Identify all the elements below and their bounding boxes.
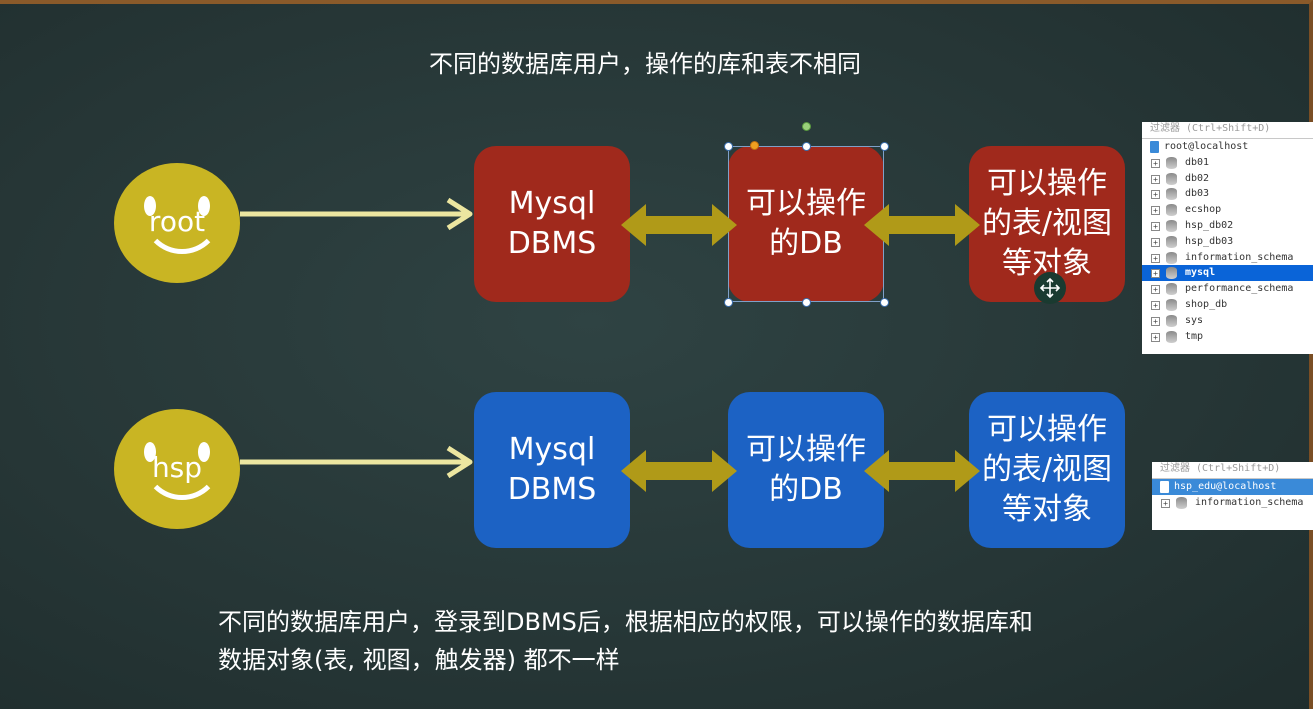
hsp-db-tree-panel: 过滤器 (Ctrl+Shift+D) hsp_edu@localhost + in… [1152, 462, 1313, 530]
expand-icon[interactable]: + [1151, 206, 1160, 216]
connector-arrow-root [240, 197, 473, 231]
database-icon [1166, 188, 1177, 201]
database-icon [1166, 314, 1177, 327]
tree-item-label: tmp [1185, 330, 1204, 342]
database-icon [1166, 330, 1177, 343]
expand-icon[interactable]: + [1151, 158, 1160, 168]
connection-label: root@localhost [1164, 141, 1249, 152]
description-line-2: 数据对象(表, 视图，触发器) 都不一样 [218, 646, 620, 674]
tree-item-label: db03 [1185, 188, 1210, 200]
root-dbms-box[interactable]: Mysql DBMS [474, 146, 630, 302]
resize-handle[interactable] [724, 142, 733, 151]
resize-handle[interactable] [880, 298, 889, 307]
face-smile-icon [142, 209, 222, 254]
tree-item-db[interactable]: + hsp_db03 [1142, 234, 1313, 250]
connection-node[interactable]: root@localhost [1142, 139, 1313, 155]
tree-item-label: information_schema [1185, 251, 1294, 263]
database-icon [1166, 235, 1177, 248]
double-arrow-icon [864, 204, 980, 246]
database-icon [1166, 204, 1177, 217]
tree-item-db[interactable]: + ecshop [1142, 202, 1313, 218]
tree-item-label: db02 [1185, 172, 1210, 184]
expand-icon[interactable]: + [1151, 174, 1160, 184]
resize-handle[interactable] [880, 142, 889, 151]
tree-item-label: hsp_db03 [1185, 235, 1234, 247]
tree-item-label: sys [1185, 314, 1204, 326]
resize-handle[interactable] [724, 298, 733, 307]
double-arrow-icon [621, 450, 737, 492]
tree-item-db[interactable]: + sys [1142, 313, 1313, 329]
tree-item-label: shop_db [1185, 298, 1228, 310]
resize-handle[interactable] [802, 142, 811, 151]
connection-label: hsp_edu@localhost [1174, 481, 1277, 492]
expand-icon[interactable]: + [1151, 221, 1160, 231]
database-icon [1166, 267, 1177, 280]
server-icon [1150, 141, 1159, 153]
user-face-hsp: hsp [114, 409, 240, 529]
bottom-description: 不同的数据库用户，登录到DBMS后，根据相应的权限，可以操作的数据库和 数据对象… [218, 603, 1218, 679]
database-icon [1166, 298, 1177, 311]
expand-icon[interactable]: + [1161, 498, 1170, 508]
hsp-dbms-box[interactable]: Mysql DBMS [474, 392, 630, 548]
face-smile-icon [142, 455, 222, 500]
filter-header: 过滤器 (Ctrl+Shift+D) [1152, 462, 1313, 479]
move-cursor-icon [1034, 272, 1066, 304]
filter-header: 过滤器 (Ctrl+Shift+D) [1142, 122, 1313, 139]
root-objects-box[interactable]: 可以操作 的表/视图 等对象 [969, 146, 1125, 302]
expand-icon[interactable]: + [1151, 237, 1160, 247]
tree-item-label: ecshop [1185, 204, 1222, 216]
tree-item-db[interactable]: + performance_schema [1142, 281, 1313, 297]
database-icon [1166, 219, 1177, 232]
description-line-1: 不同的数据库用户，登录到DBMS后，根据相应的权限，可以操作的数据库和 [218, 608, 1033, 636]
user-face-root: root [114, 163, 240, 283]
tree-item-db[interactable]: + information_schema [1142, 250, 1313, 266]
tree-item-db[interactable]: + db03 [1142, 186, 1313, 202]
expand-icon[interactable]: + [1151, 190, 1160, 200]
resize-handle[interactable] [802, 298, 811, 307]
root-db-box[interactable]: 可以操作 的DB [728, 146, 884, 302]
database-icon [1166, 156, 1177, 169]
expand-icon[interactable]: + [1151, 332, 1160, 342]
tree-item-label: mysql [1185, 267, 1216, 279]
double-arrow-icon [864, 450, 980, 492]
user-name-hsp: hsp [151, 451, 203, 484]
tree-item-db[interactable]: + hsp_db02 [1142, 218, 1313, 234]
connector-arrow-hsp [240, 445, 473, 479]
expand-icon[interactable]: + [1151, 285, 1160, 295]
database-icon [1166, 251, 1177, 264]
tree-item-label: db01 [1185, 156, 1210, 168]
tree-item-db[interactable]: + db02 [1142, 171, 1313, 187]
user-name-root: root [148, 205, 206, 238]
tree-item-db[interactable]: + information_schema [1152, 495, 1313, 511]
database-icon [1166, 172, 1177, 185]
hsp-db-box[interactable]: 可以操作 的DB [728, 392, 884, 548]
double-arrow-icon [621, 204, 737, 246]
root-db-tree-panel: 过滤器 (Ctrl+Shift+D) root@localhost +db01 … [1142, 122, 1313, 354]
database-icon [1166, 283, 1177, 296]
tree-item-db[interactable]: + db01 [1142, 155, 1313, 171]
slide-title: 不同的数据库用户，操作的库和表不相同 [429, 50, 861, 78]
server-icon [1160, 481, 1169, 493]
expand-icon[interactable]: + [1151, 300, 1160, 310]
expand-icon[interactable]: + [1151, 316, 1160, 326]
adjust-handle[interactable] [750, 141, 759, 150]
hsp-objects-box[interactable]: 可以操作 的表/视图 等对象 [969, 392, 1125, 548]
expand-icon[interactable]: + [1151, 269, 1160, 279]
tree-item-db[interactable]: + shop_db [1142, 297, 1313, 313]
rotate-handle[interactable] [802, 122, 811, 131]
connection-node[interactable]: hsp_edu@localhost [1152, 479, 1313, 495]
database-icon [1176, 496, 1187, 509]
tree-item-db-selected[interactable]: + mysql [1142, 265, 1313, 282]
tree-item-label: hsp_db02 [1185, 219, 1234, 231]
tree-item-label: performance_schema [1185, 283, 1294, 295]
expand-icon[interactable]: + [1151, 253, 1160, 263]
tree-item-db[interactable]: + tmp [1142, 329, 1313, 345]
tree-item-label: information_schema [1195, 496, 1304, 508]
